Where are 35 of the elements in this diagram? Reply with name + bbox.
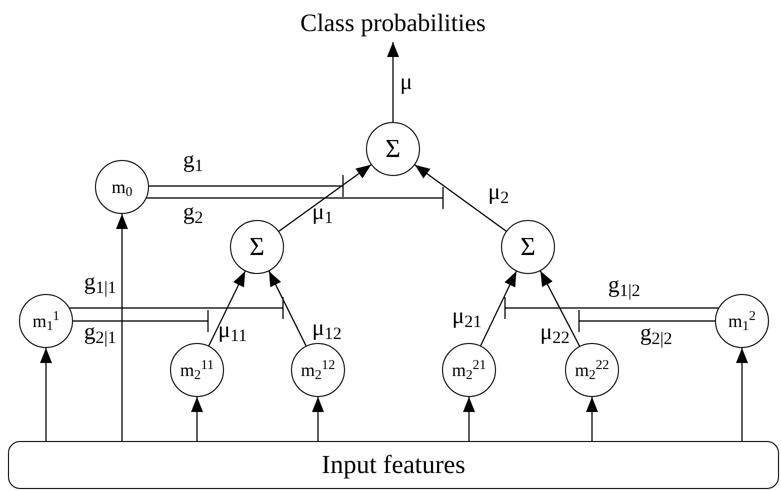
- arrow: [414, 164, 506, 232]
- arrow: [480, 271, 517, 346]
- arrow: [278, 164, 372, 232]
- edge-label: μ$_{21}$: [452, 304, 482, 327]
- gating-node: m$_{0}$: [95, 160, 149, 214]
- gating-line: [73, 309, 209, 333]
- input-box: Input features: [8, 441, 779, 489]
- gating-line: [146, 186, 444, 210]
- arrow: [268, 270, 307, 346]
- gating-line: [148, 174, 344, 198]
- arrow: [586, 397, 598, 441]
- arrow: [40, 348, 52, 441]
- gating-line: [70, 296, 284, 320]
- output-label: Class probabilities: [250, 4, 536, 42]
- edge-label: g$_{2}$: [183, 200, 204, 223]
- edge-label: μ$_{2}$: [488, 180, 509, 203]
- sum-node: Σ: [230, 220, 284, 274]
- arrow: [208, 271, 246, 346]
- gating-line: [578, 309, 715, 333]
- edge-label: g$_{1}$: [183, 148, 204, 171]
- arrow: [116, 214, 128, 441]
- edge-label: μ$_{1}$: [312, 200, 333, 223]
- arrow: [387, 42, 399, 122]
- edge-label: μ$_{11}$: [218, 318, 247, 341]
- arrow: [312, 397, 324, 441]
- edge-label: μ$_{22}$: [540, 320, 570, 343]
- sum-node: Σ: [366, 122, 420, 176]
- arrow: [463, 397, 475, 441]
- gating-line: [504, 296, 718, 320]
- sum-node: Σ: [501, 220, 555, 274]
- arrow: [191, 397, 203, 441]
- edge-label: μ: [400, 70, 412, 93]
- arrow: [540, 270, 580, 346]
- arrow: [736, 348, 748, 441]
- edge-label: μ$_{12}$: [312, 316, 342, 339]
